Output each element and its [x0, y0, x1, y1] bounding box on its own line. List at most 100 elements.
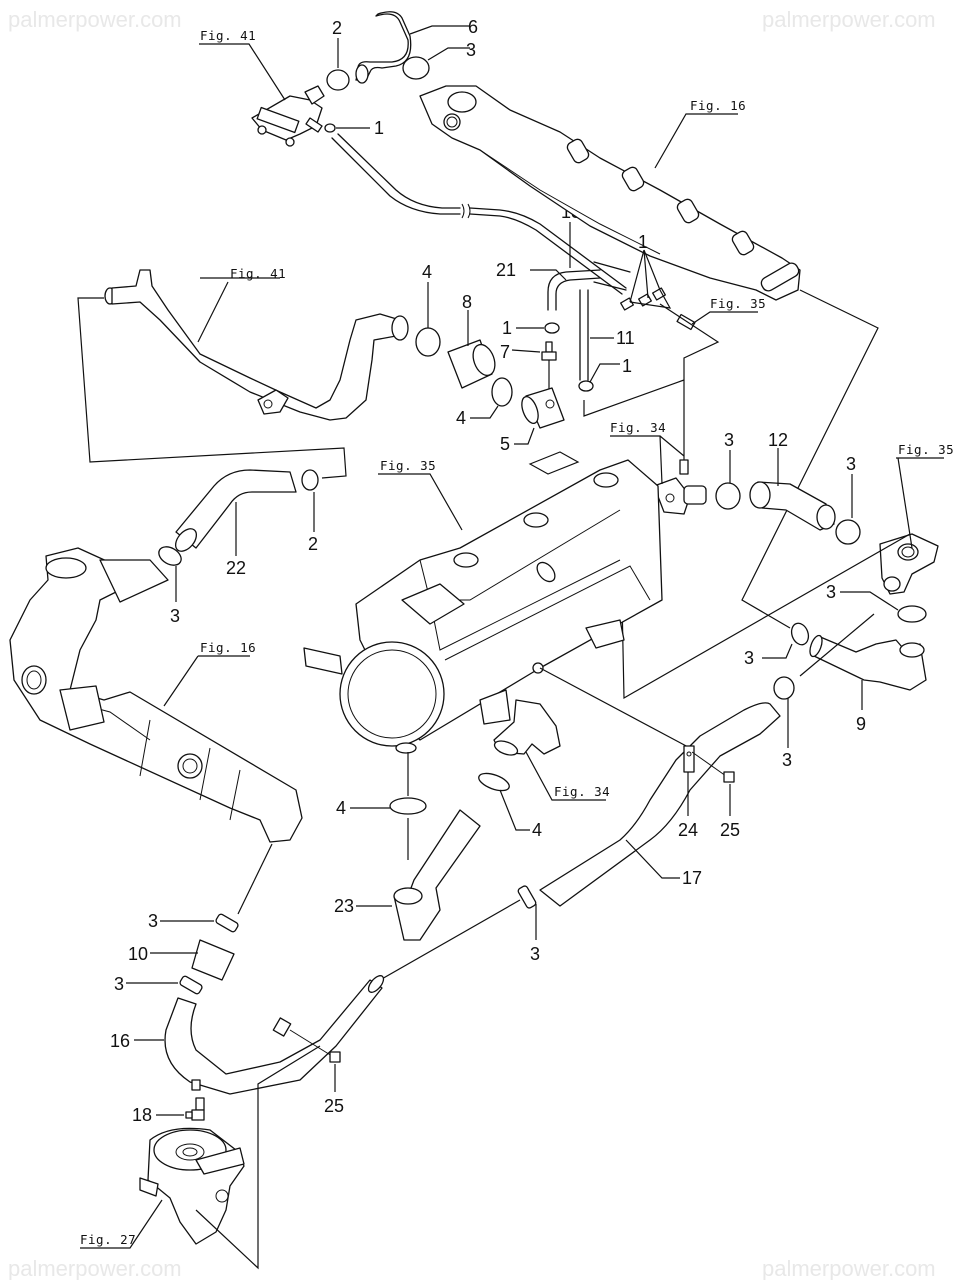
leader-4-fig34 — [499, 789, 530, 831]
cylinder-head-fig35 — [303, 459, 663, 754]
leader-fig27-outline — [195, 1045, 321, 1270]
hose-23 — [393, 809, 481, 941]
leader-1-low — [589, 363, 620, 383]
pipe-13-lower — [469, 207, 627, 289]
hose-8 — [447, 339, 496, 389]
bolt-25-left — [289, 1029, 341, 1063]
oil-cooler-fig27 — [139, 1127, 245, 1245]
figref-fig27: Fig. 27 — [80, 1232, 136, 1247]
leader-fig41-top — [199, 43, 286, 101]
callout-3-left: 3 — [170, 606, 180, 626]
watermark-top-left: palmerpower.com — [8, 7, 182, 32]
water-inlet-fig34 — [493, 699, 561, 756]
callout-3-hose9a: 3 — [744, 648, 754, 668]
callout-12: 12 — [768, 430, 788, 450]
callout-17: 17 — [682, 868, 702, 888]
leader-fig34-mid — [610, 435, 685, 485]
watermark-bottom-left: palmerpower.com — [8, 1256, 182, 1280]
hose-clamp-3-hose10a — [215, 913, 239, 933]
leader-fig35-small — [691, 311, 758, 325]
callout-23: 23 — [334, 896, 354, 916]
water-pipe-16 — [164, 975, 385, 1095]
figref-fig41-top: Fig. 41 — [200, 28, 256, 43]
callout-22: 22 — [226, 558, 246, 578]
hose-clamp-2-top — [326, 69, 350, 91]
leader-fig16-left — [163, 655, 250, 707]
callout-3-hose9b: 3 — [782, 750, 792, 770]
hose-6 — [355, 11, 412, 84]
figref-fig35-engine: Fig. 35 — [380, 458, 436, 473]
tee-fitting-18 — [185, 1097, 205, 1121]
figref-fig35-small: Fig. 35 — [710, 296, 766, 311]
callout-18: 18 — [132, 1105, 152, 1125]
leader-manifold-to-thermo — [741, 289, 879, 629]
hose-10 — [191, 939, 235, 981]
pipe-21 — [547, 269, 601, 311]
leader-fig35-engine — [378, 473, 463, 531]
hose-22 — [174, 469, 297, 552]
figref-fig34-mid: Fig. 34 — [610, 420, 666, 435]
callout-9: 9 — [856, 714, 866, 734]
leader-21 — [530, 269, 567, 281]
callout-24: 24 — [678, 820, 698, 840]
leader-17 — [625, 839, 680, 879]
hose-clamp-4-top — [415, 327, 441, 357]
leader-fig34-bottom — [525, 751, 606, 801]
leader-3-top — [427, 47, 470, 61]
figref-fig41-mid: Fig. 41 — [230, 266, 286, 281]
hose-9 — [809, 634, 927, 691]
hose-clamp-3-left — [158, 546, 182, 566]
water-pipe-17 — [539, 702, 781, 907]
leader-fig41-outline — [77, 297, 347, 479]
leader-4-mid — [470, 405, 499, 419]
hose-clamp-1-mid — [544, 322, 560, 334]
figref-fig35-right: Fig. 35 — [898, 442, 954, 457]
callout-3-fig34: 3 — [724, 430, 734, 450]
callout-16: 16 — [110, 1031, 130, 1051]
callout-25-left: 25 — [324, 1096, 344, 1116]
callout-8: 8 — [462, 292, 472, 312]
hose-clamp-2-mid — [301, 469, 319, 491]
callout-3-hose10a: 3 — [148, 911, 158, 931]
callout-1-group: 1 — [638, 232, 648, 252]
callout-7: 7 — [500, 342, 510, 362]
callout-3-hose10b: 3 — [114, 974, 124, 994]
callout-4-fig34: 4 — [532, 820, 542, 840]
callout-3-top: 3 — [466, 40, 476, 60]
hose-clamp-3-hose9a — [790, 622, 810, 646]
callout-21: 21 — [496, 260, 516, 280]
callout-11: 11 — [616, 328, 635, 348]
hose-clamp-1-top — [324, 123, 336, 133]
thermostat-housing-fig35 — [879, 533, 939, 595]
callout-3-right: 3 — [846, 454, 856, 474]
leader-3-thermo — [840, 591, 899, 611]
hose-clamp-4-pump — [389, 797, 427, 815]
hose-clamp-4-mid — [491, 377, 513, 407]
watermark-top-right: palmerpower.com — [762, 7, 936, 32]
hose-clamp-3-fig34 — [715, 482, 741, 510]
leader-fig35-small-outline — [659, 303, 720, 460]
exhaust-manifold-fig16-left — [9, 547, 303, 843]
nipple-fitting-7 — [541, 341, 557, 361]
hose-clamp-4-fig34 — [478, 772, 510, 792]
bolt-25-right — [691, 751, 735, 783]
callout-6: 6 — [468, 17, 478, 37]
callout-4-mid: 4 — [456, 408, 466, 428]
figref-fig34-bottom: Fig. 34 — [554, 784, 610, 799]
hose-clamp-3-hose9b — [773, 676, 795, 700]
leader-fig35-right — [896, 457, 944, 549]
hose-clamp-3-pipe17 — [517, 885, 537, 909]
callout-10: 10 — [128, 944, 148, 964]
watermark-bottom-right: palmerpower.com — [762, 1256, 936, 1280]
hose-12 — [749, 481, 836, 531]
hose-clamp-3-thermo — [897, 605, 927, 623]
hose-clamp-3-right — [835, 519, 861, 545]
leader-5 — [514, 427, 535, 445]
callout-1-low: 1 — [622, 356, 632, 376]
callout-2-top: 2 — [332, 18, 342, 38]
hose-clamp-1-low — [578, 380, 594, 392]
leader-7 — [511, 349, 541, 353]
leader-1-group — [629, 249, 672, 309]
water-pipe-fig41 — [104, 269, 409, 421]
